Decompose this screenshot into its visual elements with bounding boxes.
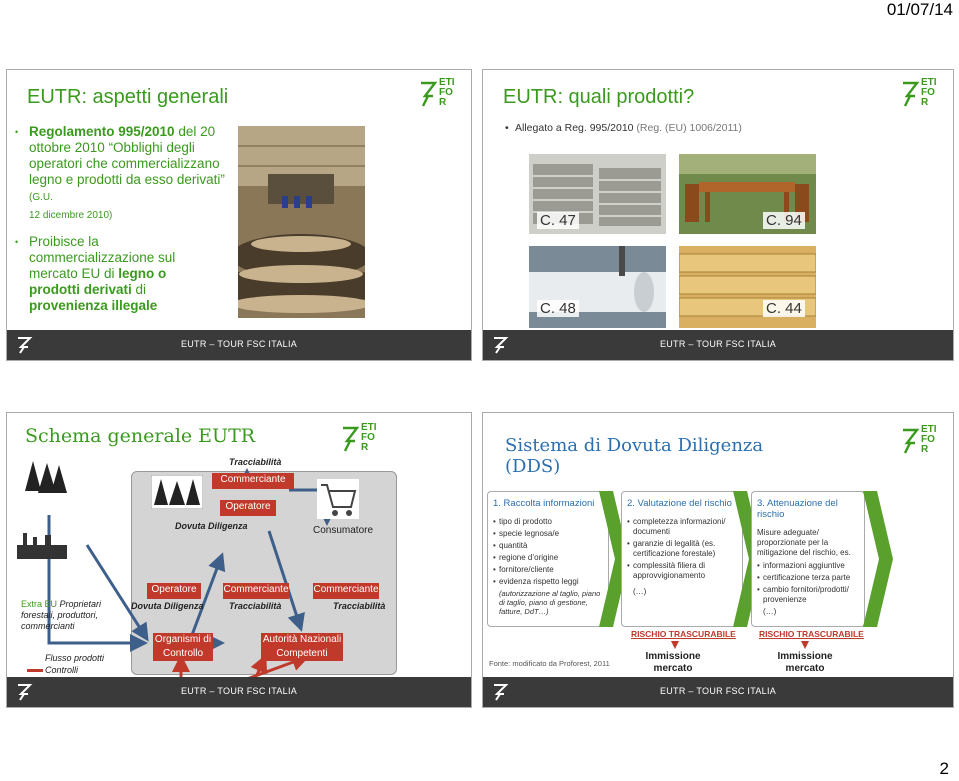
box-commerciante-top: Commerciante <box>212 473 294 489</box>
parliament-photo <box>238 126 365 318</box>
chevron-arrow-3 <box>863 491 893 627</box>
etifor-mark-icon <box>903 81 920 107</box>
legend-controlli-swatch <box>27 669 43 672</box>
slide-title: Schema generale EUTR <box>25 425 256 447</box>
etifor-footer-icon <box>18 684 33 701</box>
immissione-mercato-2: Immissione mercato <box>777 651 833 674</box>
etifor-footer-icon <box>18 337 33 354</box>
slide-footer: EUTR – TOUR FSC ITALIA <box>7 330 471 360</box>
panel-attenuazione: 3. Attenuazione del rischio Misure adegu… <box>751 491 865 627</box>
bullet-regolamento: • Regolamento 995/2010 del 20 ottobre 20… <box>15 124 225 221</box>
legend-flusso-prodotti: Flusso prodotti <box>45 653 105 663</box>
legend-controlli: Controlli <box>45 665 79 675</box>
caption-c47: C. 47 <box>537 212 579 229</box>
slide-title: EUTR: aspetti generali <box>27 86 229 108</box>
risk-down-arrows <box>671 641 809 649</box>
label-tracciabilita-mid: Tracciabilità <box>229 601 282 611</box>
label-extra-eu: Extra EU Proprietari forestali, produtto… <box>21 599 102 631</box>
slide-footer: EUTR – TOUR FSC ITALIA <box>483 677 953 707</box>
slide-title: Sistema di Dovuta Diligenza (DDS) <box>505 435 764 477</box>
box-commerciante-mid: Commerciante <box>223 583 289 599</box>
panel-raccolta: 1. Raccolta informazioni tipo di prodott… <box>487 491 609 627</box>
caption-c48: C. 48 <box>537 300 579 317</box>
slide-footer: EUTR – TOUR FSC ITALIA <box>7 677 471 707</box>
etifor-mark-icon <box>903 428 920 454</box>
shopping-cart-icon <box>317 479 359 519</box>
caption-c94: C. 94 <box>763 212 805 229</box>
etifor-mark-icon <box>343 426 360 452</box>
timber-beams-photo <box>679 246 816 328</box>
etifor-mark-icon <box>421 81 438 107</box>
label-dovuta-diligenza: Dovuta Diligenza <box>131 601 204 611</box>
risk-label-2: RISCHIO TRASCURABILE <box>759 629 864 639</box>
label-dovuta-diligenza-top: Dovuta Diligenza <box>175 521 248 531</box>
forest-eu-icon <box>151 475 203 509</box>
bullet-proibisce: • Proibisce la commercializzazione sul m… <box>15 234 176 313</box>
label-consumatore: Consumatore <box>313 525 374 536</box>
box-operatore: Operatore <box>147 583 201 599</box>
caption-c44: C. 44 <box>763 300 805 317</box>
box-autorita-nazionali: Autorità Nazionali Competenti <box>261 633 343 661</box>
slide-title: EUTR: quali prodotti? <box>503 86 695 108</box>
risk-label-1: RISCHIO TRASCURABILE <box>631 629 736 639</box>
box-organismi-controllo: Organismi di Controllo <box>153 633 213 661</box>
box-operatore-top: Operatore <box>220 500 276 516</box>
panel-valutazione: 2. Valutazione del rischio completezza i… <box>621 491 743 627</box>
page-number: 2 <box>939 759 949 778</box>
fonte-label: Fonte: modificato da Proforest, 2011 <box>489 659 610 668</box>
factory-icon <box>17 533 67 559</box>
etifor-footer-icon <box>494 684 509 701</box>
forest-icon <box>25 461 67 493</box>
immissione-mercato-1: Immissione mercato <box>645 651 701 674</box>
label-tracciabilita-top: Tracciabilità <box>229 457 282 467</box>
etifor-footer-icon <box>494 337 509 354</box>
label-tracciabilita-right: Tracciabilità <box>333 601 386 611</box>
bullet-allegato: •Allegato a Reg. 995/2010 (Reg. (EU) 100… <box>505 122 742 134</box>
header-date: 01/07/14 <box>886 0 953 19</box>
box-commerciante-right: Commerciante <box>313 583 379 599</box>
slide-footer: EUTR – TOUR FSC ITALIA <box>483 330 953 360</box>
